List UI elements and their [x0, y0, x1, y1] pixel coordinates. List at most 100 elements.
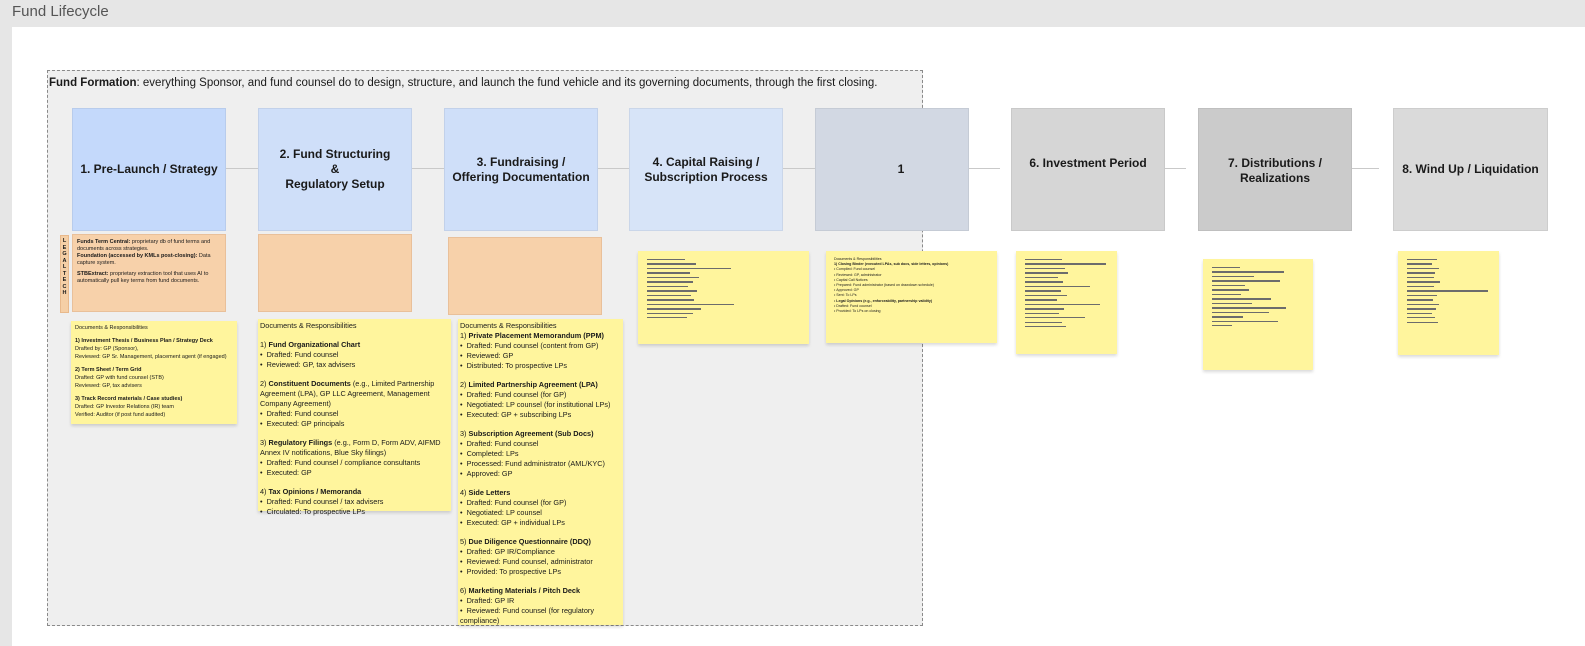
- sticky-note-capital-raising[interactable]: [638, 251, 809, 344]
- note-bullet: • Drafted: Fund counsel (for GP): [460, 498, 567, 507]
- legal-tech-text: proprietary db of fund terms and documen…: [77, 239, 211, 252]
- connector: [597, 168, 629, 169]
- stage-card-closing[interactable]: 1: [815, 108, 969, 231]
- note-bullet: • Drafted: Fund counsel / compliance con…: [260, 458, 421, 467]
- note-bullet: • Negotiated: LP counsel: [460, 508, 542, 517]
- sticky-note-wind-up[interactable]: [1398, 251, 1499, 355]
- stage-label: 1: [897, 162, 905, 176]
- stage-card-distributions[interactable]: 7. Distributions / Realizations: [1198, 108, 1352, 231]
- note-item-title: 2) Term Sheet / Term Grid: [75, 367, 142, 373]
- stage-card-capital-raising[interactable]: 4. Capital Raising / Subscription Proces…: [629, 108, 783, 231]
- stage-label: 1. Pre-Launch / Strategy: [80, 162, 218, 176]
- note-bullet: • Reviewed: GP, administrator: [834, 272, 882, 277]
- note-heading: Documents & Responsibilities: [834, 257, 882, 261]
- stage-label: 6. Investment Period: [1029, 156, 1147, 170]
- note-bullet: • Provided: To prospective LPs: [460, 567, 561, 576]
- stage-card-investment-period[interactable]: 6. Investment Period: [1011, 108, 1165, 231]
- note-bullet: • Reviewed: GP: [460, 351, 514, 360]
- note-item: 4) Tax Opinions / Memoranda: [260, 487, 362, 496]
- note-heading: Documents & Responsibilities: [75, 325, 148, 331]
- note-bullet: • Processed: Fund administrator (AML/KYC…: [460, 459, 605, 468]
- sticky-note-distributions[interactable]: [1203, 259, 1313, 370]
- note-line: Drafted: GP Investor Relations (IR) team: [75, 404, 174, 410]
- page-title: Fund Lifecycle: [12, 3, 109, 20]
- note-line: Verified: Auditor (if post fund audited): [75, 412, 166, 418]
- note-bullet: • Executed: GP: [260, 468, 312, 477]
- note-bullet: • Drafted: Fund counsel: [260, 409, 339, 418]
- legal-tech-text: Data capture system.: [77, 253, 211, 266]
- note-item: 1) Private Placement Memorandum (PPM): [460, 331, 604, 340]
- note-bullet: • Executed: GP principals: [260, 419, 345, 428]
- note-bullet: • Capital Call Notices: [834, 277, 868, 282]
- legal-tech-para: Funds Term Central: proprietary db of fu…: [77, 239, 221, 267]
- note-heading: Documents & Responsibilities: [260, 321, 357, 330]
- note-bullet: • Compiled: Fund counsel: [834, 267, 876, 272]
- sticky-note-pre-launch[interactable]: Documents & Responsibilities 1) Investme…: [71, 321, 237, 424]
- sticky-note-investment-period[interactable]: [1016, 251, 1117, 354]
- connector: [226, 168, 258, 169]
- legal-tech-card-empty[interactable]: [448, 237, 602, 315]
- connector: [1339, 168, 1379, 169]
- legal-tech-label: LEGAL TECH: [62, 238, 67, 296]
- legal-tech-card[interactable]: Funds Term Central: proprietary db of fu…: [72, 234, 226, 312]
- stage-label: 3. Fundraising / Offering Documentation: [452, 154, 590, 184]
- note-heading: Documents & Responsibilities: [460, 321, 557, 330]
- note-item: 4) Side Letters: [460, 488, 511, 497]
- frame-caption: Fund Formation: everything Sponsor, and …: [49, 77, 877, 89]
- connector: [782, 168, 815, 169]
- stage-label: 8. Wind Up / Liquidation: [1402, 162, 1539, 176]
- connector: [1153, 168, 1186, 169]
- connector: [968, 168, 1000, 169]
- stage-card-pre-launch[interactable]: 1. Pre-Launch / Strategy: [72, 108, 226, 231]
- legal-tech-card-empty[interactable]: [258, 234, 412, 312]
- note-bullet: • Reviewed: Fund counsel (for regulatory…: [460, 606, 594, 625]
- stage-label: 7. Distributions / Realizations: [1227, 156, 1322, 185]
- legal-tech-bold: STBExtract:: [77, 271, 109, 277]
- note-bullet: • Drafted: Fund counsel / tax advisers: [260, 497, 384, 506]
- note-item-title: 1) Investment Thesis / Business Plan / S…: [75, 338, 213, 344]
- stage-card-fundraising[interactable]: 3. Fundraising / Offering Documentation: [444, 108, 598, 231]
- note-item: 3) Subscription Agreement (Sub Docs): [460, 429, 594, 438]
- note-bullet: • Executed: GP + individual LPs: [460, 518, 565, 527]
- note-bullet: • Drafted: Fund counsel: [260, 350, 339, 359]
- stage-card-fund-structuring[interactable]: 2. Fund Structuring & Regulatory Setup: [258, 108, 412, 231]
- note-line: Reviewed: GP, tax advisers: [75, 383, 142, 389]
- legal-tech-para: STBExtract: proprietary extraction tool …: [77, 271, 221, 285]
- note-line: Drafted by: GP (Sponsor),: [75, 346, 139, 352]
- sticky-note-closing[interactable]: Documents & Responsibilities 1) Closing …: [826, 251, 997, 343]
- sticky-note-fund-structuring[interactable]: Documents & Responsibilities 1) Fund Org…: [258, 319, 451, 516]
- note-bullet: • Negotiated: LP counsel (for institutio…: [460, 400, 611, 409]
- frame-caption-text: : everything Sponsor, and fund counsel d…: [136, 77, 878, 89]
- note-bullet: • Distributed: To prospective LPs: [460, 361, 568, 370]
- note-bullet: • Drafted: Fund counsel (content from GP…: [460, 341, 599, 350]
- note-bullet: • Drafted: Fund counsel: [834, 303, 872, 308]
- note-item: 2) Constituent Documents (e.g., Limited …: [260, 379, 435, 408]
- note-bullet: • Approved: GP: [834, 288, 859, 293]
- note-item: 6) Marketing Materials / Pitch Deck: [460, 586, 581, 595]
- note-item: 2) Limited Partnership Agreement (LPA): [460, 380, 598, 389]
- note-bullet: • Drafted: GP IR: [460, 596, 515, 605]
- note-item: 1) Closing Binder (executed LPAs, sub do…: [834, 262, 949, 267]
- note-line: Reviewed: GP Sr. Management, placement a…: [75, 354, 227, 360]
- legal-tech-bold: Foundation (accessed by KMLs post-closin…: [77, 253, 198, 259]
- legal-tech-strip: LEGAL TECH: [60, 235, 69, 313]
- note-bullet: • Drafted: GP IR/Compliance: [460, 547, 555, 556]
- connector: [411, 168, 444, 169]
- note-bullet: • Approved: GP: [460, 469, 513, 478]
- legal-tech-text: proprietary extraction tool that uses AI…: [77, 271, 209, 284]
- sticky-note-fundraising[interactable]: Documents & Responsibilities 1) Private …: [458, 319, 623, 625]
- title-bar: Fund Lifecycle: [0, 0, 1585, 26]
- note-line: Drafted: GP with fund counsel (STB): [75, 375, 164, 381]
- note-bullet: • Legal Opinions (e.g., enforceability, …: [834, 298, 933, 303]
- note-item: 3) Regulatory Filings (e.g., Form D, For…: [260, 438, 441, 457]
- note-bullet: • Completed: LPs: [460, 449, 519, 458]
- note-item: 5) Due Diligence Questionnaire (DDQ): [460, 537, 591, 546]
- legal-tech-bold: Funds Term Central:: [77, 239, 131, 245]
- note-bullet: • Provided: To LPs on closing: [834, 309, 881, 314]
- note-bullet: • Executed: GP + subscribing LPs: [460, 410, 572, 419]
- note-bullet: • Reviewed: GP, tax advisers: [260, 360, 356, 369]
- stage-label: 2. Fund Structuring & Regulatory Setup: [279, 147, 391, 191]
- frame-caption-bold: Fund Formation: [49, 77, 137, 89]
- stage-card-wind-up[interactable]: 8. Wind Up / Liquidation: [1393, 108, 1548, 231]
- stage-label: 4. Capital Raising / Subscription Proces…: [644, 154, 768, 184]
